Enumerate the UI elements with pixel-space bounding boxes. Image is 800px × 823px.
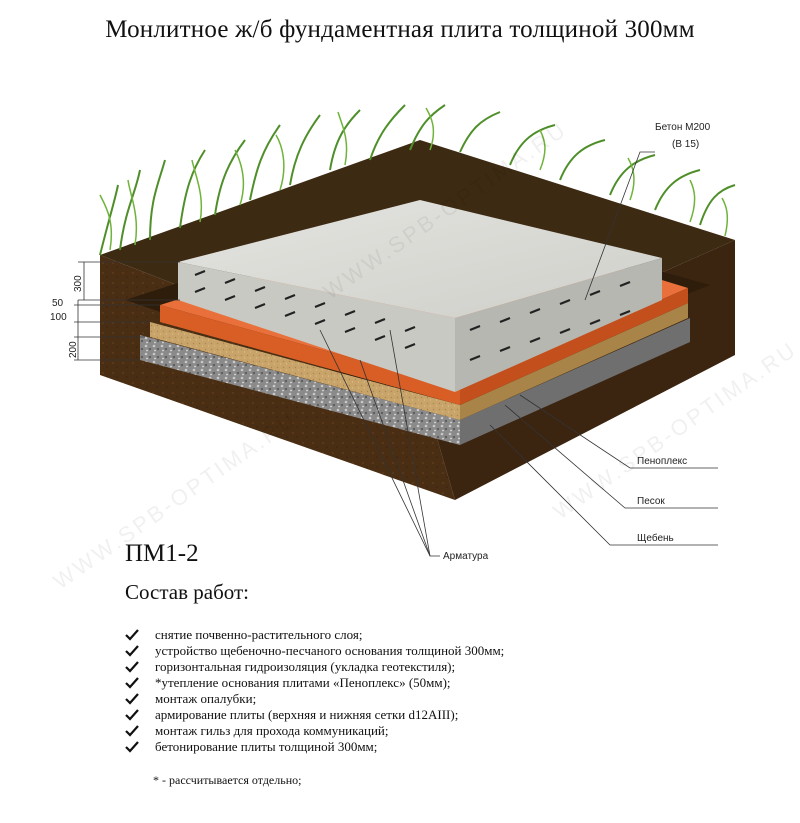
label-penoplex: Пеноплекс — [637, 456, 687, 467]
label-rebar: Арматура — [443, 551, 489, 562]
label-concrete: Бетон М200 — [655, 122, 711, 133]
check-icon — [125, 661, 139, 673]
list-item: снятие почвенно-растительного слоя; — [125, 627, 504, 643]
concrete-front-left — [178, 262, 455, 392]
concrete-top — [178, 200, 662, 318]
grass-icon — [99, 104, 736, 256]
dimension-100: 100 — [50, 312, 67, 323]
check-icon — [125, 709, 139, 721]
concrete-front-right — [455, 258, 662, 392]
list-item-text: устройство щебеночно-песчаного основания… — [155, 643, 505, 658]
list-item: монтаж гильз для прохода коммуникаций; — [125, 723, 504, 739]
list-item: монтаж опалубки; — [125, 691, 504, 707]
check-icon — [125, 629, 139, 641]
project-code: ПМ1-2 — [125, 540, 199, 567]
label-sand: Песок — [637, 496, 665, 507]
list-item: горизонтальная гидроизоляция (укладка ге… — [125, 659, 504, 675]
list-item: устройство щебеночно-песчаного основания… — [125, 643, 504, 659]
check-icon — [125, 725, 139, 737]
list-item-text: снятие почвенно-растительного слоя; — [155, 627, 363, 642]
list-item: армирование плиты (верхняя и нижняя сетк… — [125, 707, 504, 723]
label-gravel: Щебень — [637, 532, 674, 544]
dimension-300: 300 — [73, 275, 84, 292]
list-item-text: бетонирование плиты толщиной 300мм; — [155, 739, 378, 754]
dimension-200: 200 — [68, 341, 79, 358]
page-title: Монлитное ж/б фундаментная плита толщино… — [105, 16, 695, 43]
list-item: *утепление основания плитами «Пеноплекс»… — [125, 675, 504, 691]
list-item-text: монтаж гильз для прохода коммуникаций; — [155, 723, 389, 738]
rebar-icon — [194, 269, 631, 362]
footnote: * - рассчитывается отдельно; — [153, 773, 302, 787]
list-item-text: монтаж опалубки; — [155, 691, 257, 706]
label-concrete-class: (В 15) — [672, 139, 699, 150]
works-list: снятие почвенно-растительного слоя; устр… — [125, 627, 504, 755]
gravel-layer — [140, 335, 460, 445]
list-item: бетонирование плиты толщиной 300мм; — [125, 739, 504, 755]
works-title: Состав работ: — [125, 580, 250, 604]
list-item-text: армирование плиты (верхняя и нижняя сетк… — [155, 707, 459, 722]
sand-layer — [150, 322, 460, 420]
list-item-text: горизонтальная гидроизоляция (укладка ге… — [155, 659, 456, 674]
check-icon — [125, 677, 139, 689]
penoplex-front — [160, 305, 460, 405]
list-item-text: *утепление основания плитами «Пеноплекс»… — [155, 675, 451, 690]
check-icon — [125, 741, 139, 753]
check-icon — [125, 693, 139, 705]
dimension-50: 50 — [52, 298, 64, 309]
check-icon — [125, 645, 139, 657]
